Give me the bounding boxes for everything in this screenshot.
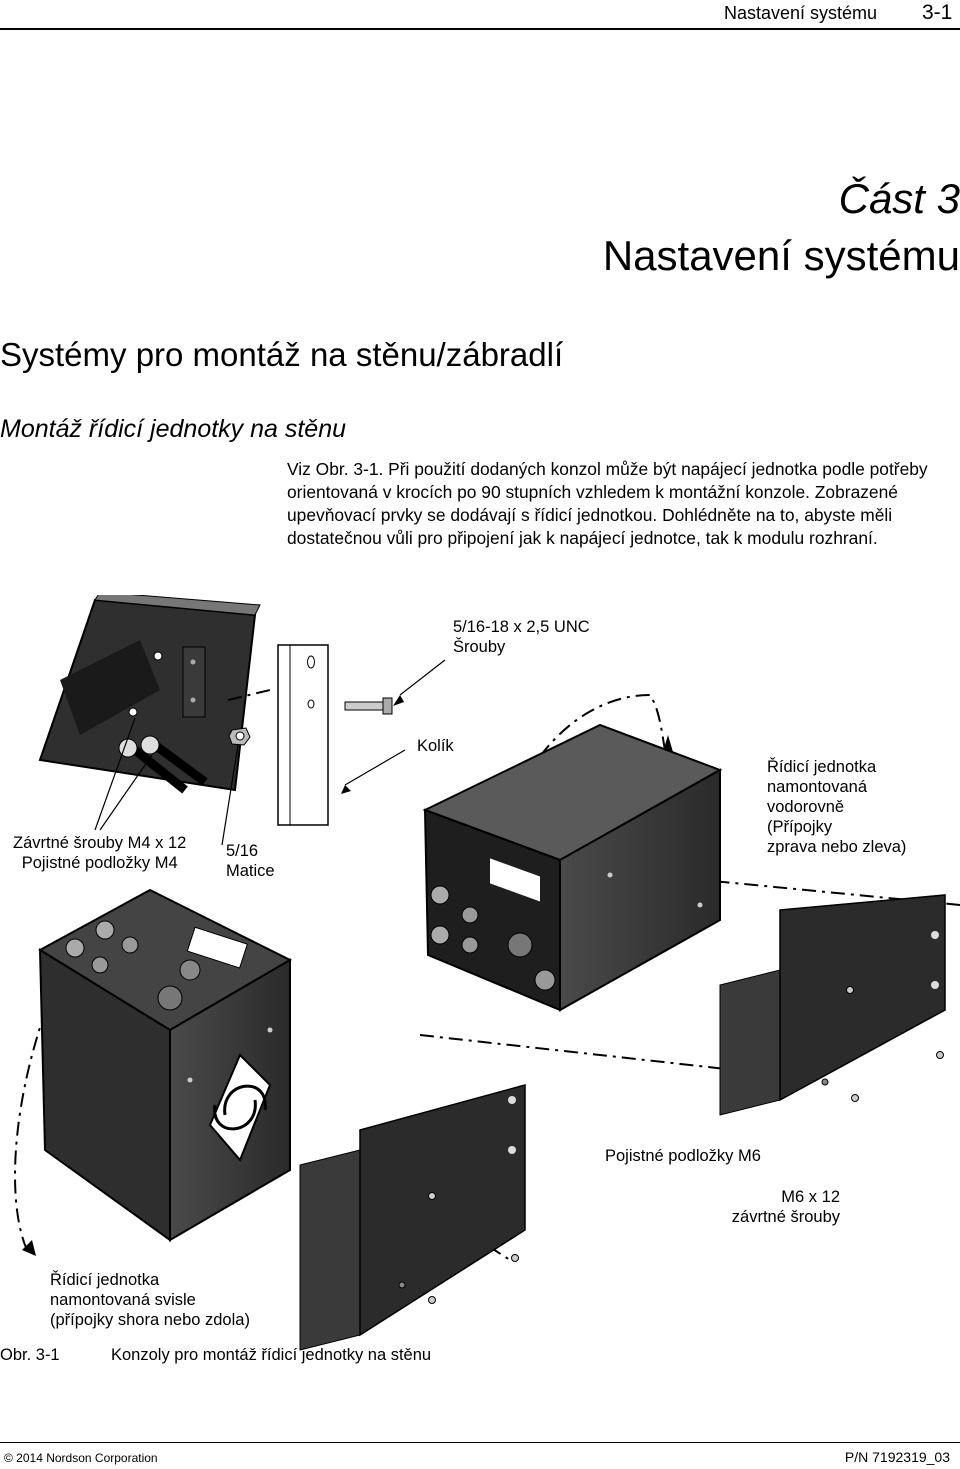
- label-horizontal-line4: (Přípojky: [767, 818, 833, 836]
- bracket-bottom-drawing: [299, 1084, 526, 1351]
- label-screws: 5/16-18 x 2,5 UNC Šrouby: [453, 617, 590, 657]
- footer-part-number: P/N 7192319_03: [844, 1449, 950, 1465]
- figure-caption: Konzoly pro montáž řídicí jednotky na st…: [111, 1346, 432, 1364]
- label-horizontal-line5: zprava nebo zleva): [767, 838, 907, 856]
- control-unit-vertical-drawing: [38, 888, 293, 1242]
- label-horizontal-line3: vodorovně: [767, 798, 845, 816]
- figure-number: Obr. 3-1: [0, 1346, 60, 1364]
- label-m6-line1: M6 x 12: [781, 1188, 840, 1206]
- label-vertical-line3: (přípojky shora nebo zdola): [50, 1311, 250, 1329]
- label-horizontal-line2: namontovaná: [767, 778, 867, 796]
- label-m6-line2: závrtné šrouby: [731, 1208, 840, 1226]
- label-screws-line1: 5/16-18 x 2,5 UNC: [453, 618, 590, 636]
- running-header-page: 3-1: [922, 1, 953, 24]
- label-vertical-line1: Řídicí jednotka: [50, 1271, 160, 1289]
- label-vertical-line2: namontovaná svisle: [50, 1291, 196, 1309]
- figure-mounting-brackets: [14, 595, 960, 1351]
- section-heading: Systémy pro montáž na stěnu/zábradlí: [0, 336, 564, 373]
- label-nut: 5/16 Matice: [226, 841, 275, 881]
- label-m4-line2: Pojistné podložky M4: [21, 854, 178, 872]
- subsection-heading: Montáž řídicí jednotky na stěnu: [0, 415, 347, 443]
- interface-module-drawing: [38, 595, 261, 794]
- label-horizontal-unit: Řídicí jednotka namontovaná vodorovně (P…: [767, 757, 906, 857]
- bracket-right-drawing: [719, 894, 946, 1116]
- label-pin: Kolík: [417, 737, 454, 755]
- label-nut-line1: 5/16: [226, 842, 259, 860]
- header-rule: [0, 28, 960, 30]
- footer-rule: [0, 1442, 960, 1443]
- label-m4-screws: Závrtné šrouby M4 x 12 Pojistné podložky…: [13, 833, 186, 873]
- label-horizontal-line1: Řídicí jednotka: [767, 758, 877, 776]
- body-paragraph: Viz Obr. 3-1. Při použití dodaných konzo…: [287, 459, 928, 548]
- chapter-title: Nastavení systému: [602, 232, 960, 279]
- running-header-section: Nastavení systému: [724, 3, 878, 23]
- label-nut-line2: Matice: [226, 862, 275, 880]
- control-unit-horizontal-drawing: [422, 723, 723, 1012]
- footer-copyright: © 2014 Nordson Corporation: [4, 1451, 158, 1465]
- label-m6-screws: M6 x 12 závrtné šrouby: [723, 1187, 840, 1227]
- label-vertical-unit: Řídicí jednotka namontovaná svisle (příp…: [50, 1270, 250, 1330]
- label-m4-line1: Závrtné šrouby M4 x 12: [13, 834, 187, 852]
- label-screws-line2: Šrouby: [453, 638, 506, 656]
- label-m6-washers: Pojistné podložky M6: [605, 1147, 761, 1165]
- part-number: Část 3: [838, 175, 960, 222]
